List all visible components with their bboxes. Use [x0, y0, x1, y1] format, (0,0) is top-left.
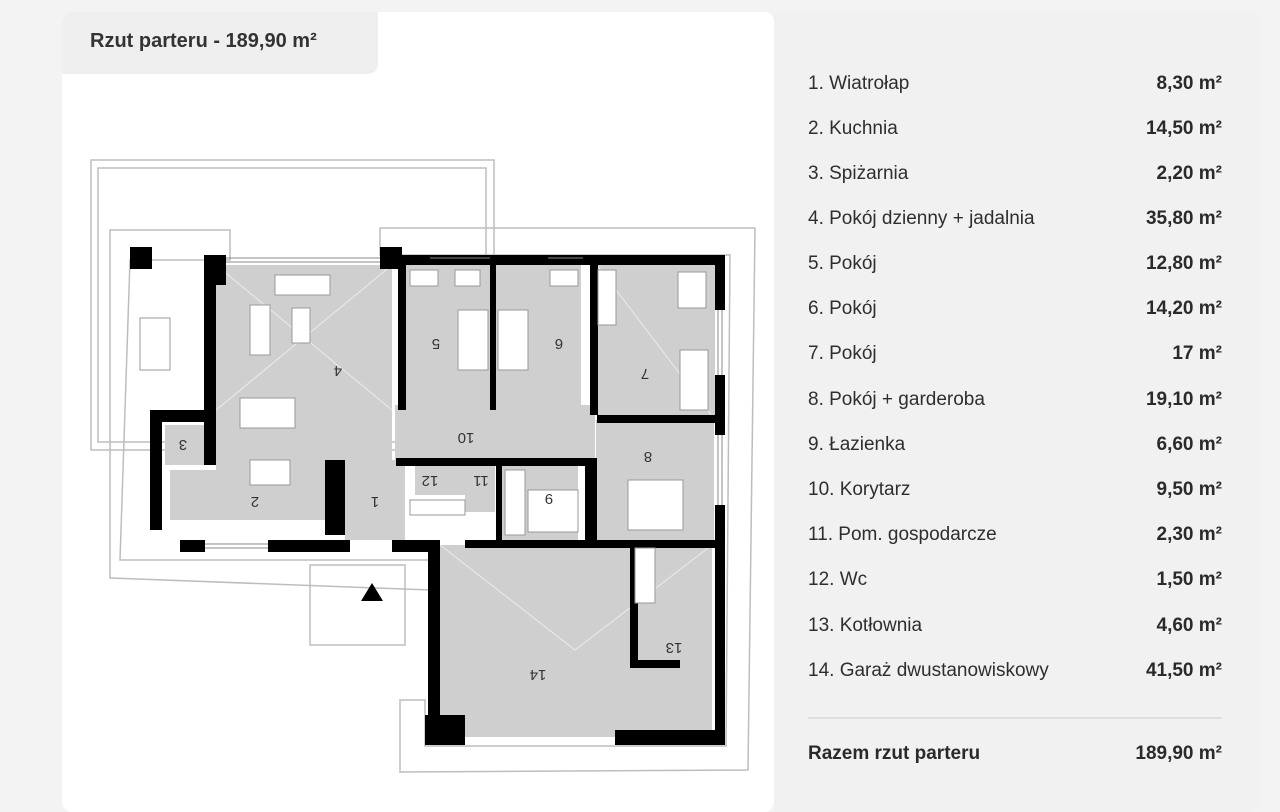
room-area: 12,80 m²: [1145, 253, 1222, 274]
room-name: 9. Łazienka: [808, 434, 906, 455]
room-label: 14: [530, 666, 547, 683]
room-name: 14. Garaż dwustanowiskowy: [808, 660, 1049, 681]
room-label: 7: [641, 365, 649, 382]
room-label: 8: [644, 448, 652, 465]
walls: [130, 247, 725, 745]
title-tab: [62, 12, 378, 74]
room-row: 3. Spiżarnia 2,20 m²: [808, 159, 1222, 189]
room-name: 3. Spiżarnia: [808, 163, 909, 184]
room-label: 11: [473, 472, 489, 489]
room-label: 10: [458, 429, 475, 446]
room-area: 8,30 m²: [1156, 73, 1222, 94]
room-name: 4. Pokój dzienny + jadalnia: [808, 208, 1035, 229]
total-row: Razem rzut parteru 189,90 m²: [808, 739, 1222, 769]
total-label: Razem rzut parteru: [808, 743, 981, 764]
room-name: 5. Pokój: [808, 253, 877, 274]
room-name: 1. Wiatrołap: [808, 73, 910, 94]
room-row: 2. Kuchnia 14,50 m²: [808, 114, 1222, 144]
room-row: 8. Pokój + garderoba 19,10 m²: [808, 385, 1222, 415]
room-row: 13. Kotłownia 4,60 m²: [808, 611, 1222, 641]
room-label: 6: [555, 335, 563, 352]
page-title: Rzut parteru - 189,90 m²: [90, 30, 317, 52]
room-row: 6. Pokój 14,20 m²: [808, 294, 1222, 324]
room-name: 10. Korytarz: [808, 479, 911, 500]
room-row: 9. Łazienka 6,60 m²: [808, 430, 1222, 460]
room-area: 1,50 m²: [1156, 569, 1222, 590]
room-label: 13: [666, 639, 683, 656]
room-name: 13. Kotłownia: [808, 615, 923, 636]
room-label: 2: [251, 493, 259, 510]
room-label: 5: [432, 335, 440, 352]
room-area: 4,60 m²: [1156, 615, 1222, 636]
total-area: 189,90 m²: [1135, 743, 1222, 764]
entrance-arrow-icon: [361, 583, 383, 601]
room-label: 12: [422, 472, 439, 489]
room-row: 11. Pom. gospodarcze 2,30 m²: [808, 520, 1222, 550]
room-area: 17 m²: [1172, 343, 1222, 364]
room-row: 7. Pokój 17 m²: [808, 339, 1222, 369]
room-row: 4. Pokój dzienny + jadalnia 35,80 m²: [808, 204, 1222, 234]
room-numbers: 1 2 3 4 5 6 7 8 9 10 11 12 13 14: [179, 335, 683, 683]
room-name: 11. Pom. gospodarcze: [808, 524, 997, 545]
room-row: 14. Garaż dwustanowiskowy 41,50 m²: [808, 656, 1222, 686]
room-area: 9,50 m²: [1156, 479, 1222, 500]
room-area: 14,50 m²: [1145, 118, 1222, 139]
furniture: [139, 269, 709, 604]
room-area: 19,10 m²: [1145, 389, 1222, 410]
floor-plan: 1 2 3 4 5 6 7 8 9 10 11 12 13 14: [90, 159, 756, 773]
room-label: 9: [545, 490, 553, 507]
room-area: 35,80 m²: [1145, 208, 1222, 229]
floor-plan-drawing: 1 2 3 4 5 6 7 8 9 10 11 12 13 14: [90, 159, 756, 773]
room-row: 5. Pokój 12,80 m²: [808, 249, 1222, 279]
divider: [808, 717, 1222, 719]
room-row: 10. Korytarz 9,50 m²: [808, 475, 1222, 505]
room-name: 8. Pokój + garderoba: [808, 389, 985, 410]
windows: [205, 257, 723, 549]
room-label: 1: [371, 493, 379, 510]
room-area: 41,50 m²: [1145, 660, 1222, 681]
room-name: 2. Kuchnia: [808, 118, 898, 139]
room-row: 1. Wiatrołap 8,30 m²: [808, 69, 1222, 99]
room-area: 2,20 m²: [1156, 163, 1222, 184]
room-label: 4: [334, 362, 342, 379]
room-list-panel: [774, 12, 1260, 812]
room-name: 6. Pokój: [808, 298, 877, 319]
room-name: 7. Pokój: [808, 343, 877, 364]
room-row: 12. Wc 1,50 m²: [808, 565, 1222, 595]
room-area: 2,30 m²: [1156, 524, 1222, 545]
room-area: 14,20 m²: [1145, 298, 1222, 319]
room-label: 3: [179, 436, 187, 453]
room-area: 6,60 m²: [1156, 434, 1222, 455]
room-name: 12. Wc: [808, 569, 868, 590]
